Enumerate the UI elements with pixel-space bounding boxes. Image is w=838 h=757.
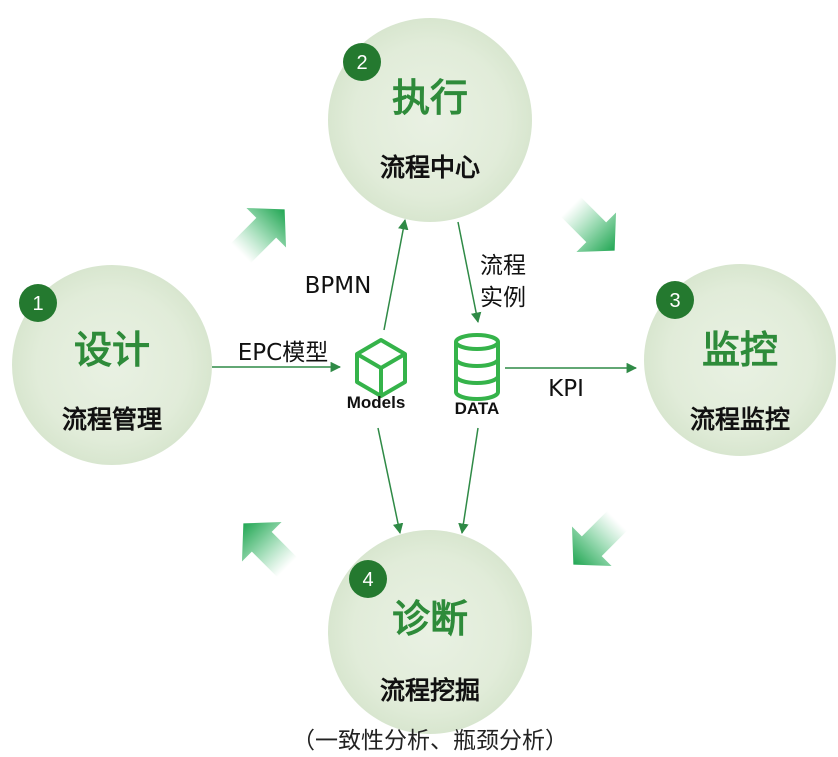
edge-data-to-diagnose <box>458 427 479 535</box>
badge-4 <box>349 560 387 598</box>
badge-2-number: 2 <box>356 52 367 74</box>
badge-3 <box>656 281 694 319</box>
node-execute-subtitle: 流程中心 <box>380 153 480 182</box>
badge-1 <box>19 284 57 322</box>
edge-label-bpmn: BPMN <box>305 273 372 299</box>
node-execute: 2 执行 流程中心 <box>328 18 532 222</box>
cycle-arrow-lower-right <box>571 510 628 567</box>
cycle-arrow-lower-left <box>241 521 298 578</box>
diagnose-caption: （一致性分析、瓶颈分析） <box>292 728 568 754</box>
data-label: DATA <box>455 399 500 418</box>
edge-execute-to-data <box>457 221 482 324</box>
badge-2 <box>343 43 381 81</box>
badge-1-number: 1 <box>32 293 43 315</box>
edge-label-epc: EPC模型 <box>238 340 328 366</box>
badge-3-number: 3 <box>669 290 680 312</box>
node-monitor-title: 监控 <box>702 328 778 372</box>
badge-4-number: 4 <box>362 569 373 591</box>
database-icon <box>454 333 500 401</box>
node-design: 1 设计 流程管理 <box>12 265 212 465</box>
node-diagnose-title: 诊断 <box>392 597 468 641</box>
node-design-title: 设计 <box>74 328 150 372</box>
cycle-arrow-upper-left <box>230 207 287 264</box>
node-execute-title: 执行 <box>392 76 468 120</box>
node-diagnose: 4 诊断 流程挖掘 <box>328 530 532 734</box>
node-monitor-subtitle: 流程监控 <box>690 405 790 434</box>
models-label: Models <box>347 393 406 412</box>
edge-label-instance-line1: 流程 <box>480 253 526 279</box>
edge-label-kpi: KPI <box>548 376 584 402</box>
cube-icon <box>355 338 407 398</box>
cycle-arrow-upper-right <box>560 196 617 253</box>
node-diagnose-subtitle: 流程挖掘 <box>380 676 480 705</box>
edge-models-to-diagnose <box>377 427 404 535</box>
node-monitor: 3 监控 流程监控 <box>644 264 836 456</box>
node-design-subtitle: 流程管理 <box>62 405 162 434</box>
edge-models-to-execute <box>383 218 409 331</box>
edge-label-instance-line2: 实例 <box>480 285 526 311</box>
